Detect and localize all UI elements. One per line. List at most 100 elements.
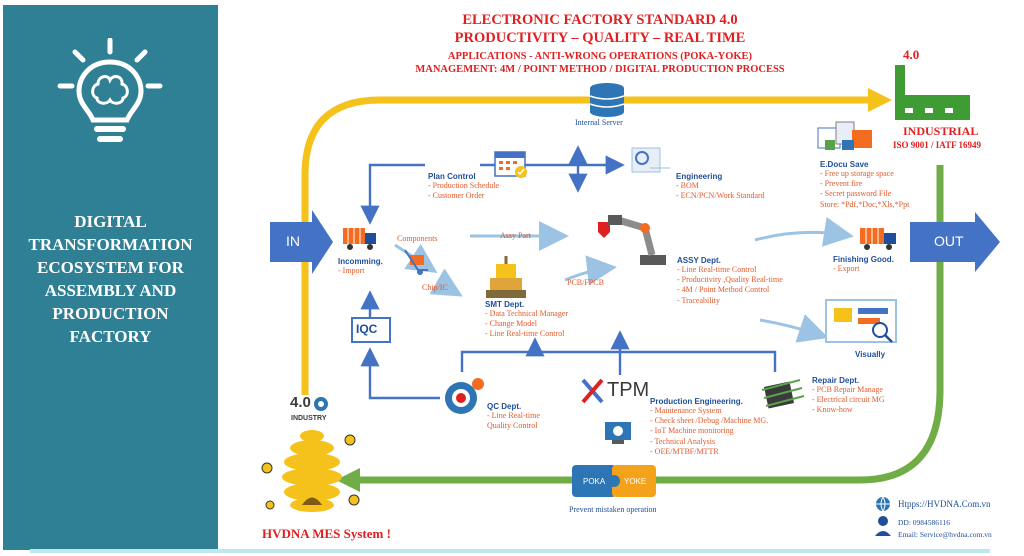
prod-eng-item: - Check sheet /Debug /Machine MG. bbox=[650, 416, 769, 426]
yellow-arrowhead bbox=[868, 88, 892, 112]
hand-truck-icon bbox=[404, 249, 428, 275]
smt-machine-icon bbox=[486, 256, 526, 298]
lightbulb-brain-icon bbox=[57, 38, 163, 142]
visually-label: Visually bbox=[855, 350, 886, 359]
repair-item: - Electrical circuit MG bbox=[812, 395, 885, 405]
header-line2: PRODUCTIVITY – QUALITY – REAL TIME bbox=[454, 30, 746, 46]
contact-email[interactable]: Email: Service@hvdna.com.vn bbox=[898, 530, 992, 539]
edocu-item: - Prevent fire bbox=[820, 179, 863, 189]
repair-item: - PCB Repair Manage bbox=[812, 385, 883, 394]
assy-item: - Productivity ,Quality Real-time bbox=[677, 275, 783, 285]
qc-item: - Line Real-time bbox=[487, 411, 540, 420]
assy-item: - Traceability bbox=[677, 295, 720, 305]
prod-eng-item: - Maintenance System bbox=[650, 406, 722, 415]
panel-title-line: TRANSFORMATION bbox=[28, 235, 193, 254]
assy-item: - 4M / Point Method Control bbox=[677, 285, 770, 295]
prod-eng-title: Production Engineering. bbox=[650, 397, 743, 406]
plan-item: - Production Schedule bbox=[428, 181, 500, 190]
documents-icon bbox=[817, 121, 872, 150]
out-label: OUT bbox=[934, 233, 964, 249]
engineering-title: Engineering bbox=[676, 172, 723, 181]
finishing-truck-icon bbox=[860, 228, 896, 250]
factory-subtitle: ISO 9001 / IATF 16949 bbox=[893, 140, 982, 150]
plan-title: Plan Control bbox=[428, 172, 476, 181]
iqc-label: IQC bbox=[356, 322, 378, 336]
smt-item: - Line Real-time Control bbox=[485, 329, 565, 339]
assy-item: - Line Real-time Control bbox=[677, 265, 757, 274]
industry-gear-icon bbox=[314, 397, 328, 411]
incoming-truck-icon bbox=[343, 228, 376, 250]
chip-icon bbox=[761, 379, 805, 409]
components-label: Components bbox=[397, 234, 438, 243]
dashboard-icon bbox=[825, 299, 897, 343]
industry-logo-num: 4.0 bbox=[290, 394, 311, 411]
panel-title-line: DIGITAL bbox=[74, 212, 147, 231]
edocu-title: E.Docu Save bbox=[820, 160, 869, 169]
yellow-flow-arrow bbox=[301, 96, 872, 395]
engineering-item: - BOM bbox=[676, 181, 699, 190]
poka-yoke-puzzle-icon bbox=[572, 465, 656, 497]
iot-monitor-icon bbox=[605, 422, 631, 444]
poka-label: POKA bbox=[583, 477, 606, 486]
panel-title-line: ASSEMBLY AND bbox=[44, 281, 177, 300]
incoming-block: Incomming. - Import bbox=[338, 257, 383, 276]
panel-title-line: FACTORY bbox=[69, 327, 152, 346]
panel-title-line: PRODUCTION bbox=[52, 304, 169, 323]
server-icon bbox=[589, 83, 625, 117]
edocu-item: Store: *Pdf,*Doc,*Xls,*Ppt bbox=[820, 199, 910, 209]
engineering-icon bbox=[631, 147, 670, 173]
plan-item: - Customer Order bbox=[428, 191, 485, 201]
contact-web[interactable]: Htpps://HVDNA.Com.vn bbox=[898, 499, 991, 509]
server-label: Internal Server bbox=[575, 118, 623, 127]
incoming-item: - Import bbox=[338, 266, 365, 275]
assy-title: ASSY Dept. bbox=[677, 256, 721, 265]
repair-title: Repair Dept. bbox=[812, 376, 860, 385]
globe-icon bbox=[876, 496, 890, 513]
finishing-block: Finishing Good. - Export bbox=[833, 255, 894, 274]
pcb-fpcb-label: PCB/FPCB bbox=[567, 278, 604, 287]
qc-title: QC Dept. bbox=[487, 402, 522, 411]
in-arrow bbox=[270, 210, 333, 274]
robot-arm-icon bbox=[598, 215, 666, 265]
prod-eng-item: - OEE/MTBF/MTTR bbox=[650, 446, 719, 456]
factory-icon bbox=[895, 65, 970, 120]
repair-block: Repair Dept. - PCB Repair Manage - Elect… bbox=[812, 376, 885, 416]
edocu-item: - Secret password File bbox=[820, 189, 892, 199]
chip-ic-label: Chip/IC bbox=[422, 283, 448, 292]
qc-item: Quality Control bbox=[487, 421, 538, 431]
header-line4: MANAGEMENT: 4M / POINT METHOD / DIGITAL … bbox=[415, 64, 785, 75]
green-flow-arrow bbox=[355, 165, 944, 484]
qc-block: QC Dept. - Line Real-time Quality Contro… bbox=[487, 402, 540, 431]
poka-caption: Prevent mistaken operation bbox=[569, 505, 657, 514]
smt-block: SMT Dept. - Data Technical Manager - Cha… bbox=[485, 300, 568, 340]
edocu-item: - Free up storage space bbox=[820, 169, 894, 178]
support-person-icon bbox=[875, 516, 891, 536]
green-arrowhead bbox=[336, 468, 360, 492]
out-arrow bbox=[910, 212, 1000, 272]
finishing-title: Finishing Good. bbox=[833, 255, 894, 264]
smt-item: - Change Model bbox=[485, 319, 537, 329]
prod-eng-item: - IoT Machine monitoring bbox=[650, 426, 734, 436]
engineering-item: - ECN/PCN/Work Standard bbox=[676, 191, 765, 201]
tpm-label: TPM bbox=[607, 379, 650, 401]
factory-badge: 4.0 bbox=[903, 47, 920, 62]
plan-control-block: Plan Control - Production Schedule - Cus… bbox=[428, 172, 499, 201]
contact-phone: DD: 0984586116 bbox=[898, 518, 951, 527]
beehive-icon bbox=[261, 430, 360, 512]
iqc-icon bbox=[351, 317, 391, 343]
smt-title: SMT Dept. bbox=[485, 300, 525, 309]
prod-eng-item: - Technical Analysis bbox=[650, 436, 716, 446]
repair-item: - Know-how bbox=[812, 405, 853, 415]
engineering-block: Engineering - BOM - ECN/PCN/Work Standar… bbox=[676, 172, 765, 201]
production-engineering-block: Production Engineering. - Maintenance Sy… bbox=[650, 397, 768, 457]
edocu-block: E.Docu Save - Free up storage space - Pr… bbox=[820, 160, 909, 210]
panel-title: DIGITAL TRANSFORMATION ECOSYSTEM FOR ASS… bbox=[3, 210, 218, 348]
calendar-icon bbox=[494, 151, 527, 178]
mes-title: HVDNA MES System ! bbox=[262, 526, 391, 541]
in-label: IN bbox=[286, 233, 300, 249]
factory-title: INDUSTRIAL bbox=[903, 124, 979, 138]
assy-part-label: Assy Part bbox=[500, 231, 531, 240]
header-line3: APPLICATIONS - ANTI-WRONG OPERATIONS (PO… bbox=[447, 51, 753, 62]
incoming-title: Incomming. bbox=[338, 257, 383, 266]
